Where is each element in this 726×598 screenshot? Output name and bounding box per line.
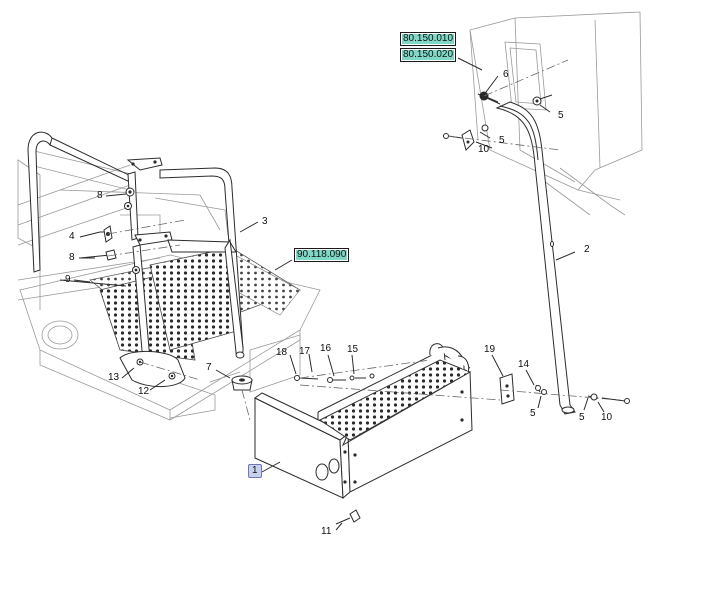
callout-11: 11: [321, 526, 332, 537]
callout-12: 12: [138, 386, 150, 397]
reference-box-80-150-010[interactable]: 80.150.010: [400, 32, 457, 46]
callout-8-upper: 8: [97, 190, 103, 201]
callout-13: 13: [108, 372, 120, 383]
callout-9: 9: [65, 274, 71, 285]
step-fasteners: [294, 359, 501, 401]
rear-handrail: [27, 131, 136, 273]
callout-1-highlighted[interactable]: 1: [248, 464, 262, 478]
callout-5-lower-left: 5: [530, 408, 536, 419]
callout-18: 18: [276, 347, 288, 358]
callout-17: 17: [299, 346, 311, 357]
callout-5-upper-right: 5: [558, 110, 564, 121]
callout-2: 2: [584, 244, 590, 255]
callout-15: 15: [347, 344, 359, 355]
callout-16: 16: [320, 343, 332, 354]
reference-box-90-118-090[interactable]: 90.118.090: [294, 248, 350, 262]
step-box: [254, 343, 473, 500]
callout-19: 19: [484, 344, 496, 355]
callout-10-lower: 10: [601, 412, 613, 423]
callout-5-upper-middle: 5: [499, 135, 505, 146]
leader-lines: [73, 57, 605, 531]
callout-5-lower-right: 5: [579, 412, 585, 423]
rubber-buffer: [231, 375, 253, 421]
callout-8-lower: 8: [69, 252, 75, 263]
callout-6: 6: [503, 69, 509, 80]
bottom-bolt: [335, 509, 361, 525]
callout-10-upper: 10: [478, 144, 490, 155]
upper-hardware: [443, 59, 569, 151]
right-bracket: [499, 373, 630, 405]
callout-3: 3: [262, 216, 268, 227]
reference-box-80-150-020[interactable]: 80.150.020: [400, 48, 457, 62]
cab-panel: [469, 11, 643, 216]
callout-7: 7: [206, 362, 212, 373]
callout-4: 4: [69, 231, 75, 242]
callout-14: 14: [518, 359, 530, 370]
step-bracket: [119, 350, 201, 387]
